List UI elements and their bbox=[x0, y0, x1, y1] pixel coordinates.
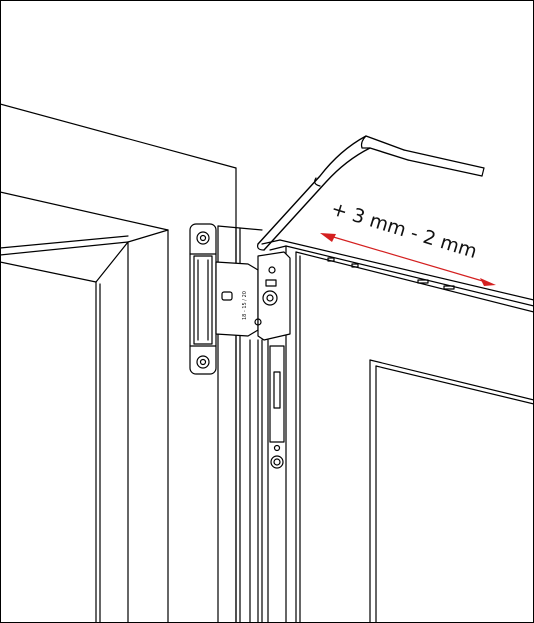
hinge-marking: 18 - 15 / 20 bbox=[242, 291, 248, 320]
frame-profile bbox=[217, 225, 269, 623]
window-sash bbox=[261, 239, 534, 623]
hinge-icon bbox=[189, 223, 291, 375]
hex-key-icon bbox=[257, 135, 485, 251]
dimension-label: + 3 mm - 2 mm bbox=[329, 198, 480, 263]
dimension-arrow-icon bbox=[320, 233, 496, 286]
striker-plate bbox=[269, 345, 285, 469]
